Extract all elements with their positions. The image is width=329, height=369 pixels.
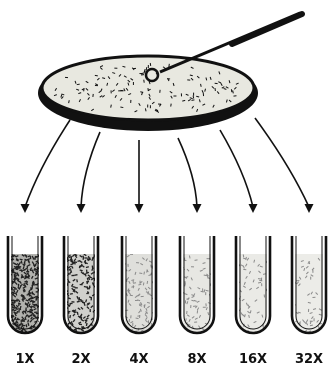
test-tube-icon xyxy=(122,236,156,351)
petri-dish-icon xyxy=(38,55,258,131)
arrows-group xyxy=(21,118,314,213)
dilution-label: 1X xyxy=(15,352,34,367)
test-tube-icon xyxy=(180,236,214,351)
arrow-down-icon xyxy=(220,130,258,213)
arrow-down-icon xyxy=(77,132,101,213)
arrow-down-icon xyxy=(255,118,314,213)
dilution-label: 8X xyxy=(187,352,206,367)
test-tube-icon xyxy=(64,236,98,351)
arrow-down-icon xyxy=(21,120,71,213)
arrow-down-icon xyxy=(135,140,144,213)
test-tube-icon xyxy=(236,236,270,351)
dilution-label: 2X xyxy=(71,352,90,367)
tubes-group: 1X 2X 4X 8X 16X 32X xyxy=(8,236,326,367)
dilution-label: 16X xyxy=(239,352,267,367)
test-tube-icon xyxy=(8,236,42,351)
arrow-down-icon xyxy=(178,138,202,213)
test-tube-icon xyxy=(292,236,326,351)
dilution-label: 4X xyxy=(129,352,148,367)
dilution-label: 32X xyxy=(295,352,323,367)
